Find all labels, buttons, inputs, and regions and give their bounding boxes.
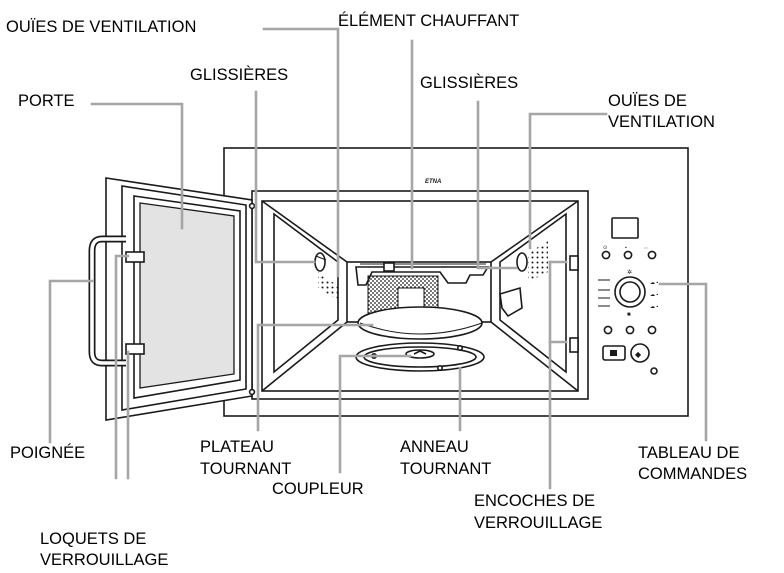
leader-ouies-left: [262, 27, 340, 278]
svg-text:☁ ▪: ☁ ▪: [650, 292, 658, 298]
leader-lines: [48, 27, 708, 490]
left-vents: [314, 252, 338, 300]
coupler: [405, 349, 435, 359]
label-glissieres-right: GLISSIÈRES: [420, 74, 519, 92]
label-coupleur: COUPLEUR: [272, 480, 364, 498]
turntable: [357, 306, 483, 340]
label-porte: PORTE: [18, 92, 75, 110]
label-encoches-2: VERROUILLAGE: [474, 514, 603, 532]
svg-text:▪: ▪: [625, 245, 627, 251]
label-tableau-1: TABLEAU DE: [638, 444, 740, 462]
label-loquets-1: LOQUETS DE: [40, 530, 147, 548]
label-anneau-2: TOURNANT: [400, 460, 492, 478]
svg-text:■: ■: [627, 312, 631, 318]
label-ouies-right-2: VENTILATION: [608, 113, 715, 131]
label-loquets-2: VERROUILLAGE: [40, 551, 169, 569]
label-element-chauffant: ÉLÉMENT CHAUFFANT: [338, 12, 520, 30]
label-anneau-1: ANNEAU: [400, 438, 469, 456]
svg-text:◆: ◆: [635, 350, 642, 359]
svg-text:☁ ▪: ☁ ▪: [650, 280, 658, 286]
label-poignee: POIGNÉE: [10, 444, 86, 462]
label-plateau-2: TOURNANT: [200, 460, 292, 478]
handle: [88, 235, 126, 367]
label-glissieres-left: GLISSIÈRES: [190, 66, 289, 84]
leader-glissieres-right: [476, 100, 518, 270]
leader-loquets-1: [114, 254, 130, 480]
label-plateau-1: PLATEAU: [200, 438, 274, 456]
leader-coupleur: [338, 354, 412, 474]
leader-porte: [90, 102, 184, 230]
leader-tableau: [658, 282, 708, 442]
svg-text:::::: ::::: [644, 245, 648, 250]
leader-plateau: [256, 323, 374, 432]
label-ouies-left: OUÏES DE VENTILATION: [6, 18, 197, 36]
leader-ouies-right: [528, 112, 608, 250]
control-panel-drawing: ⊙ ▪ :::: ✲ ■ ☁ ▪ ☁ ▪ ☁ ▪ ◆: [598, 217, 658, 375]
leader-poignee: [48, 279, 94, 444]
leader-glissieres-left: [254, 90, 316, 264]
svg-text:⊙: ⊙: [603, 245, 607, 251]
door: [105, 177, 256, 421]
right-vents: [499, 240, 579, 353]
svg-text:✲: ✲: [627, 269, 632, 276]
label-tableau-2: COMMANDES: [638, 465, 748, 483]
oven-body: ETNA: [223, 147, 689, 417]
brand-logo: ETNA: [425, 179, 441, 185]
label-encoches-1: ENCOCHES DE: [474, 492, 596, 510]
svg-text:☁ ▪: ☁ ▪: [650, 304, 658, 310]
label-ouies-right-1: OUÏES DE: [608, 92, 687, 110]
